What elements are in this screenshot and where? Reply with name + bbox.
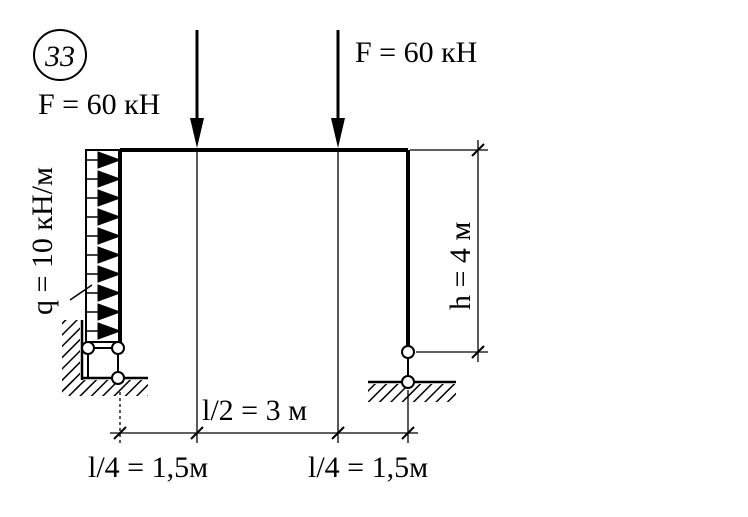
right-support <box>368 345 456 402</box>
arrow-right-icon <box>97 208 122 226</box>
hinge-icon <box>111 341 125 355</box>
left-support <box>62 320 148 396</box>
distributed-load <box>69 149 122 343</box>
arrow-right-icon <box>97 151 122 169</box>
arrow-down-icon <box>331 118 345 148</box>
distributed-load-label: q = 10 кН/м <box>26 167 59 315</box>
hinge-icon <box>81 341 95 355</box>
arrow-right-icon <box>97 246 122 264</box>
hinge-icon <box>401 375 415 389</box>
arrow-right-icon <box>97 322 122 340</box>
force-right-label: F = 60 кН <box>355 36 477 69</box>
span-left-label: l/4 = 1,5м <box>88 451 208 484</box>
arrow-right-icon <box>97 227 122 245</box>
point-load-right <box>331 30 345 148</box>
arrow-right-icon <box>97 189 122 207</box>
arrow-right-icon <box>97 303 122 321</box>
arrow-right-icon <box>97 265 122 283</box>
point-load-left <box>190 30 204 148</box>
span-middle-label: l/2 = 3 м <box>202 394 307 427</box>
hinge-icon <box>111 371 125 385</box>
force-left-label: F = 60 кН <box>38 88 160 121</box>
hinge-icon <box>401 345 415 359</box>
arrow-down-icon <box>190 118 204 148</box>
arrow-right-icon <box>97 170 122 188</box>
height-label: h = 4 м <box>444 222 477 310</box>
dimension-lines <box>110 140 488 443</box>
problem-number-badge: 33 <box>33 29 87 81</box>
span-right-label: l/4 = 1,5м <box>308 451 428 484</box>
frame <box>118 148 410 352</box>
problem-number: 33 <box>44 40 75 73</box>
arrow-right-icon <box>97 284 122 302</box>
